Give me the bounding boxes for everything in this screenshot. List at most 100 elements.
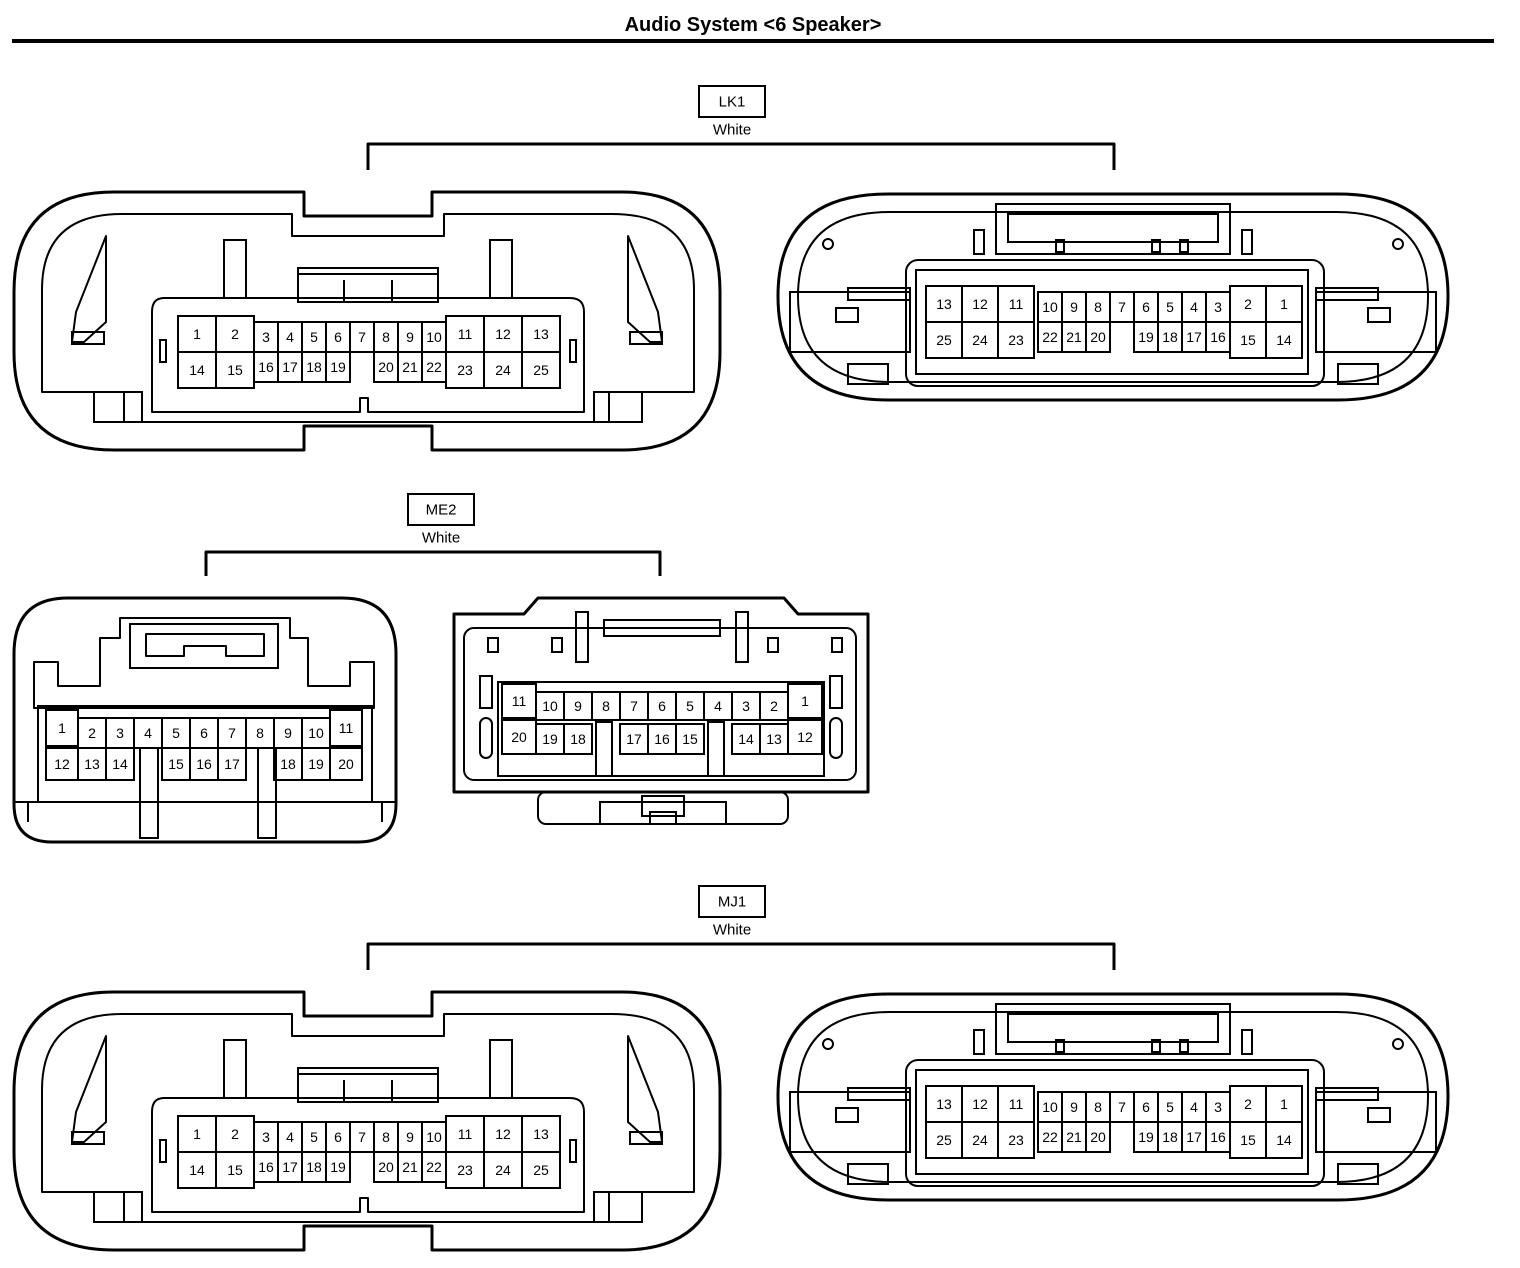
- pin-cell: [177, 315, 217, 353]
- pin-number: 11: [1009, 1096, 1024, 1112]
- pin-cell: [329, 709, 363, 747]
- pin-number: 17: [1186, 329, 1202, 345]
- pin-number: 10: [1042, 299, 1058, 315]
- outline: [1367, 307, 1391, 323]
- pin-number: 7: [358, 329, 366, 345]
- outline: [835, 1107, 859, 1123]
- pin-number: 13: [766, 731, 782, 747]
- connector-code: ME2: [426, 502, 457, 519]
- pin-number: 8: [382, 1129, 390, 1145]
- pin-number: 15: [1240, 332, 1256, 348]
- pin-number: 3: [742, 698, 750, 714]
- pin-cell: [483, 1115, 523, 1153]
- page-title: Audio System <6 Speaker>: [624, 14, 882, 36]
- outline: [905, 259, 1325, 387]
- pin-number: 17: [282, 359, 298, 375]
- pin-number: 18: [280, 756, 296, 772]
- pin-number: 12: [495, 326, 511, 342]
- pin-cell: [217, 747, 247, 781]
- pin-cell: [273, 747, 303, 781]
- outline: [71, 331, 105, 345]
- pin-number: 2: [770, 698, 778, 714]
- outline: [593, 1191, 643, 1223]
- pin-number: 12: [54, 756, 70, 772]
- outline: [551, 637, 563, 653]
- pin-cell: [1265, 1085, 1303, 1123]
- pin-number: 16: [258, 1159, 274, 1175]
- pin-number: 18: [1162, 329, 1178, 345]
- outline: [1007, 213, 1219, 243]
- connector-bracket: [366, 942, 1116, 970]
- pin-number: 3: [262, 329, 270, 345]
- pin-number: 13: [84, 756, 100, 772]
- outline: [479, 717, 493, 759]
- pin-cell: [177, 351, 217, 389]
- pin-cell: [535, 723, 565, 755]
- pin-number: 14: [189, 362, 205, 378]
- pin-number: 15: [682, 731, 698, 747]
- pin-number: 14: [112, 756, 128, 772]
- pin-cell: [997, 321, 1035, 359]
- outline: [797, 1011, 1429, 1183]
- outline: [627, 235, 663, 343]
- outline: [905, 1059, 1325, 1187]
- pin-number: 20: [511, 729, 527, 745]
- pin-cell: [997, 1121, 1035, 1159]
- outline: [847, 287, 911, 301]
- outline: [629, 331, 663, 345]
- pin-cell: [1265, 1121, 1303, 1159]
- pin-cell: [373, 1151, 399, 1183]
- outline: [489, 239, 513, 299]
- outline: [487, 637, 499, 653]
- pin-number: 14: [1276, 1132, 1292, 1148]
- pin-number: 22: [426, 359, 442, 375]
- pin-cell: [133, 717, 163, 749]
- pin-cell: [1205, 1121, 1231, 1153]
- pin-cell: [501, 719, 537, 755]
- pin-cell: [217, 717, 247, 749]
- pin-cell: [731, 723, 761, 755]
- pin-hole: [1392, 1038, 1404, 1050]
- pin-number: 4: [1190, 299, 1198, 315]
- outline: [973, 1029, 985, 1055]
- pin-number: 20: [1090, 1129, 1106, 1145]
- outline: [627, 1035, 663, 1143]
- pin-number: 17: [282, 1159, 298, 1175]
- pin-number: 18: [570, 731, 586, 747]
- outline: [297, 267, 439, 303]
- pin-cell: [277, 351, 303, 383]
- pin-number: 17: [1186, 1129, 1202, 1145]
- pin-number: 6: [334, 329, 342, 345]
- connector-code: MJ1: [718, 894, 746, 911]
- pin-number: 8: [602, 698, 610, 714]
- outline: [1179, 1039, 1189, 1053]
- pin-number: 19: [542, 731, 558, 747]
- pin-cell: [483, 1151, 523, 1189]
- pin-number: 10: [1042, 1099, 1058, 1115]
- pin-number: 25: [936, 332, 952, 348]
- pin-number: 20: [378, 359, 394, 375]
- outline: [12, 596, 398, 844]
- outline: [649, 811, 677, 825]
- outline: [735, 611, 749, 663]
- outline: [159, 1139, 167, 1163]
- pin-cell: [445, 351, 485, 389]
- outline: [575, 611, 589, 663]
- outline: [829, 717, 843, 759]
- pin-cell: [349, 1121, 375, 1153]
- pin-number: 12: [495, 1126, 511, 1142]
- pin-number: 2: [1244, 296, 1252, 312]
- pin-number: 3: [262, 1129, 270, 1145]
- pin-number: 18: [1162, 1129, 1178, 1145]
- outline: [1241, 229, 1253, 255]
- pin-cell: [483, 315, 523, 353]
- outline: [41, 1013, 695, 1223]
- pin-number: 23: [457, 362, 473, 378]
- outline: [1179, 239, 1189, 253]
- outline: [847, 1163, 889, 1185]
- outline: [776, 992, 1450, 1202]
- pin-cell: [161, 717, 191, 749]
- pin-cell: [301, 747, 331, 781]
